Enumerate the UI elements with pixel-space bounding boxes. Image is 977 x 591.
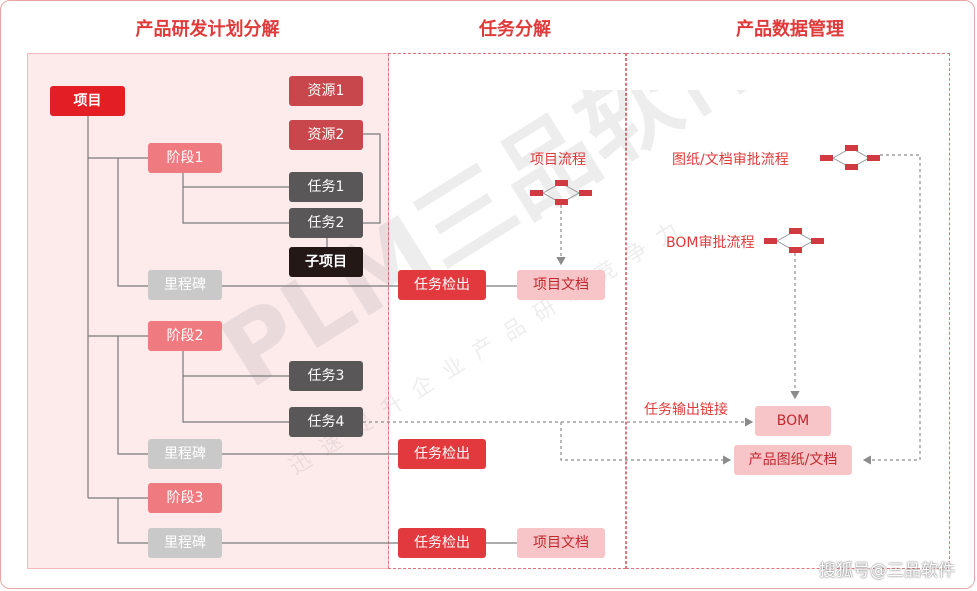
- task-breakdown-panel: [388, 53, 626, 569]
- header-task-breakdown: 任务分解: [479, 19, 551, 40]
- node-product-docs: 产品图纸/文档: [734, 445, 852, 475]
- footer-credit: 搜狐号@三品软件: [819, 561, 955, 581]
- flow-diagram-icon: [530, 180, 592, 205]
- node-task-1: 任务1: [289, 172, 363, 202]
- node-project-doc-2: 项目文档: [517, 528, 605, 558]
- node-milestone-2: 里程碑: [148, 439, 222, 469]
- node-stage-1: 阶段1: [148, 143, 222, 173]
- node-project-doc-1: 项目文档: [517, 270, 605, 300]
- header-plan-breakdown: 产品研发计划分解: [135, 19, 280, 40]
- node-resource-2: 资源2: [289, 120, 363, 150]
- node-task-3: 任务3: [289, 361, 363, 391]
- node-project: 项目: [50, 86, 125, 116]
- label-bom-approval-flow: BOM审批流程: [666, 235, 755, 251]
- node-bom: BOM: [755, 406, 831, 436]
- flow-diagram-icon: [764, 228, 824, 253]
- label-task-output-link: 任务输出链接: [644, 402, 728, 418]
- flow-diagram-icon: [820, 145, 880, 170]
- label-project-flow: 项目流程: [530, 152, 586, 168]
- node-task-checkout-3: 任务检出: [398, 528, 486, 558]
- node-resource-1: 资源1: [289, 76, 363, 106]
- header-product-data: 产品数据管理: [736, 19, 844, 40]
- label-drawing-approval-flow: 图纸/文档审批流程: [672, 152, 789, 168]
- node-task-2: 任务2: [289, 208, 363, 238]
- node-milestone-3: 里程碑: [148, 528, 222, 558]
- node-task-checkout-2: 任务检出: [398, 439, 486, 469]
- node-subproject: 子项目: [289, 247, 363, 277]
- node-stage-3: 阶段3: [148, 483, 222, 513]
- product-data-panel: [626, 53, 950, 569]
- node-stage-2: 阶段2: [148, 321, 222, 351]
- node-task-4: 任务4: [289, 407, 363, 437]
- node-milestone-1: 里程碑: [148, 270, 222, 300]
- node-task-checkout-1: 任务检出: [398, 270, 486, 300]
